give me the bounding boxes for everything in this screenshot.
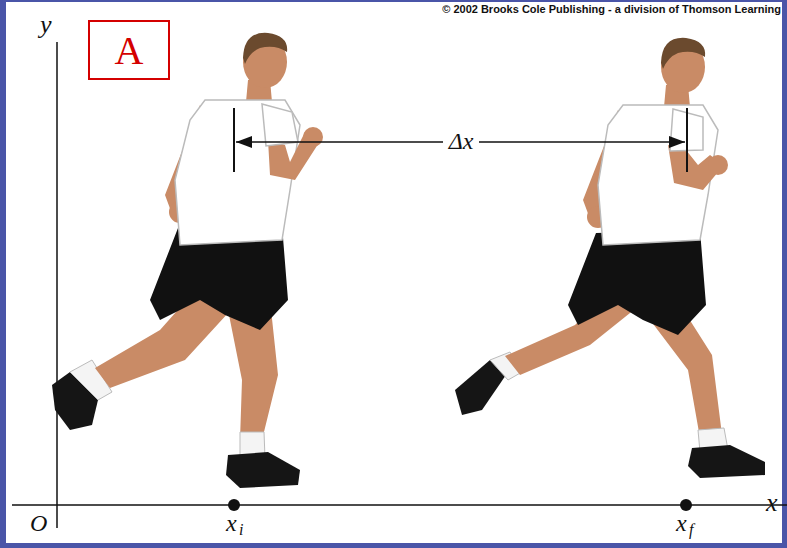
subscript: i [239,521,243,539]
position-label: x [226,510,237,537]
displacement-arrow [234,108,687,172]
position-label: x [676,510,687,537]
axis-label: y [40,10,52,40]
copyright-note: © 2002 Brooks Cole Publishing - a divisi… [442,3,781,15]
position-dot [228,499,240,511]
panel-letter: A [115,27,144,74]
y-axis [56,42,58,528]
runner-initial [52,33,323,488]
position-dot [680,499,692,511]
panel [6,2,782,543]
runner-final [455,38,765,478]
axis-label: x [766,488,778,518]
label-box: A [88,20,170,80]
subscript: f [689,521,693,539]
x-axis [12,504,787,506]
origin-label: O [30,510,47,537]
displacement-label: Δx [443,128,480,155]
